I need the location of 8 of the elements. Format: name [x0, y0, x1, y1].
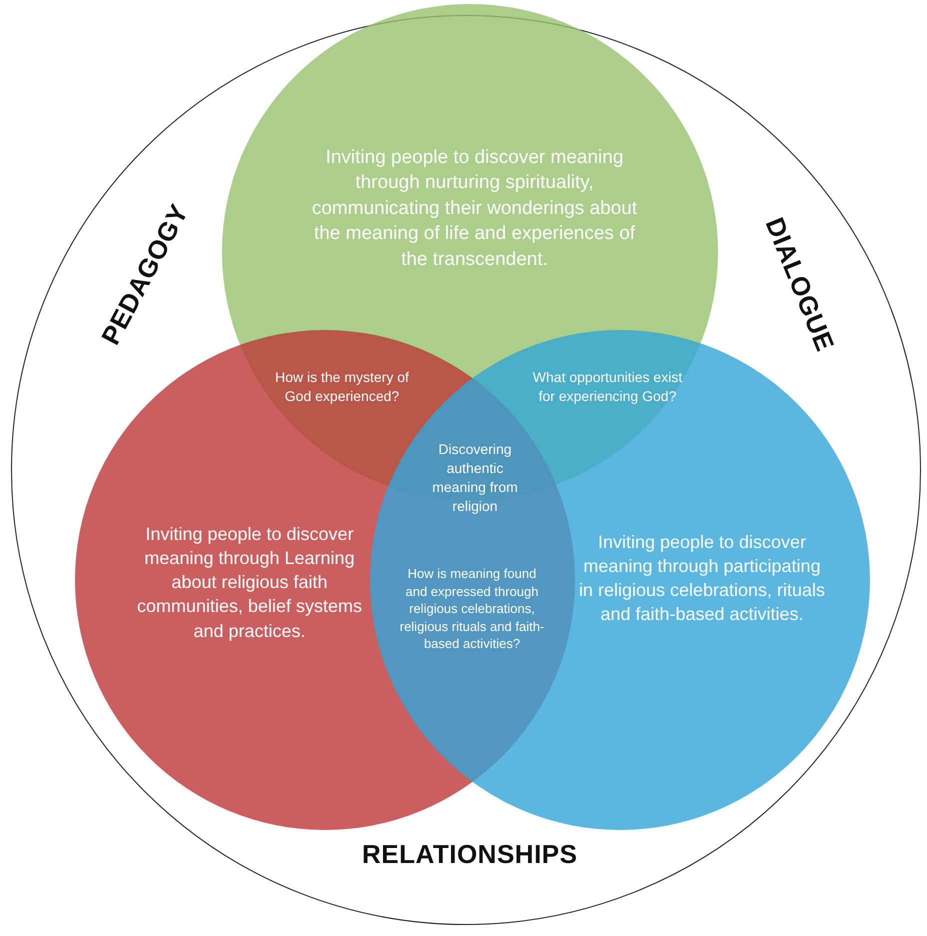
section-label: RELATIONSHIPS — [362, 839, 578, 870]
overlap-text: How is meaning found and expressed through religious celebrations, religious rituals and faith-based activities? — [398, 565, 546, 653]
circle-text: Inviting people to discover meaning through participating in religious celebrations, rituals and faith-based activities. — [578, 530, 826, 626]
circle-text: Inviting people to discover meaning through nurturing spirituality, communicating their wonderings about the meaning of life and experiences of the transcendent. — [310, 146, 638, 272]
circle-text: Inviting people to discover meaning through Learning about religious faith communities, belief systems and practices. — [136, 522, 364, 643]
overlap-text: Discovering authentic meaning from religion — [431, 440, 519, 516]
overlap-text: What opportunities exist for experiencing God? — [532, 368, 684, 406]
overlap-text: How is the mystery of God experienced? — [274, 368, 410, 406]
